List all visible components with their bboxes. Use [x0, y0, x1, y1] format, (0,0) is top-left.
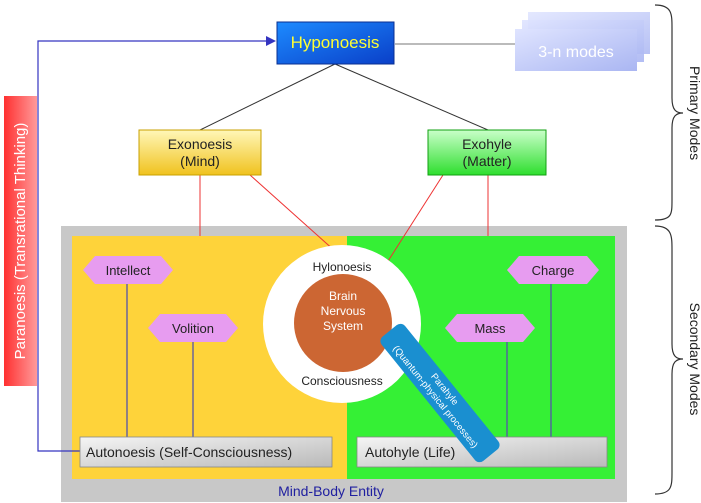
hyponoesis-label: Hyponoesis: [291, 33, 380, 52]
brain-circle: [294, 274, 392, 372]
exohyle-box: [427, 129, 547, 176]
charge-hexagon: [507, 256, 599, 284]
exonoesis-label-1: Exonoesis: [168, 136, 233, 152]
autonoesis-label: Autonoesis (Self-Consciousness): [86, 444, 292, 460]
intellect-hexagon: [83, 256, 173, 284]
secondary-modes-brace: [654, 225, 684, 495]
secondary-modes-label: Secondary Modes: [687, 303, 701, 416]
volition-label: Volition: [172, 321, 214, 336]
autohyle-label: Autohyle (Life): [365, 444, 455, 460]
feedback-arrowhead: [266, 36, 276, 46]
mind-body-entity-label: Mind-Body Entity: [278, 483, 384, 499]
hyponoesis-box: [276, 21, 395, 65]
exohyle-label-2: (Matter): [463, 153, 512, 169]
brain-label-2: Nervous: [321, 304, 366, 318]
brain-label-1: Brain: [329, 289, 357, 303]
consciousness-label: Consciousness: [301, 374, 382, 388]
link-hypo-exohyle: [334, 63, 489, 131]
modes-stack: 3-n modes: [515, 12, 650, 71]
mass-label: Mass: [474, 321, 506, 336]
primary-modes-brace: [654, 4, 684, 221]
volition-hexagon: [148, 314, 238, 342]
intellect-label: Intellect: [106, 263, 151, 278]
exonoesis-box: [138, 129, 262, 176]
modes-label: 3-n modes: [538, 44, 614, 61]
mass-hexagon: [445, 314, 535, 342]
paranoesis-label: Paranoesis (Transrational Thinking): [12, 123, 29, 360]
hylonoesis-label: Hylonoesis: [313, 260, 372, 274]
brain-label-3: System: [323, 319, 363, 333]
paranoesis-bar: [4, 96, 37, 386]
charge-label: Charge: [532, 263, 575, 278]
feedback-line: [37, 40, 268, 452]
link-hypo-exonoesis: [199, 63, 336, 131]
primary-modes-label: Primary Modes: [687, 66, 701, 160]
exonoesis-label-2: (Mind): [180, 153, 220, 169]
link-exonoesis-brain: [249, 174, 346, 261]
exohyle-label-1: Exohyle: [462, 136, 512, 152]
autonoesis-box: [79, 436, 333, 468]
